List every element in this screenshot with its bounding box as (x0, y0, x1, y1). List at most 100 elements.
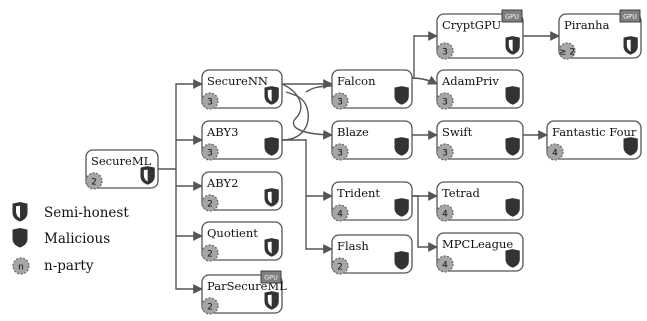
node-box (331, 69, 413, 109)
node-label: Flash (337, 239, 369, 253)
party-badge-text: ≥ 2 (559, 47, 575, 57)
node-box (558, 13, 642, 59)
n-party-icon-text: n (18, 262, 24, 272)
node-box (201, 274, 283, 314)
edge-securenn-blaze (281, 83, 333, 140)
party-badge: 4 (546, 143, 564, 161)
party-badge-text: 2 (207, 199, 213, 209)
nodes: SecureML2SecureNN3ABY33ABY22Quotient2Par… (85, 9, 642, 315)
party-badge-text: 3 (442, 148, 448, 158)
node-label: Tetrad (442, 186, 481, 200)
semi-honest-shield-icon (140, 166, 155, 185)
party-badge-text: 4 (442, 260, 448, 270)
node-label: MPCLeague (442, 237, 513, 251)
node-swift: Swift 3 (436, 120, 524, 161)
legend-label: n-party (44, 258, 94, 274)
party-badge-text: 2 (337, 262, 343, 272)
party-badge: 4 (331, 204, 349, 222)
edge-secureml-aby2 (175, 169, 203, 191)
semi-honest-shield-icon (623, 36, 638, 55)
node-label: Fantastic Four (552, 125, 637, 139)
edge-trident-mpcleague (412, 195, 438, 252)
gpu-label: GPU (264, 274, 278, 282)
node-label: ABY2 (206, 176, 238, 190)
party-badge: 2 (201, 194, 219, 212)
node-secureml: SecureML 2 (85, 149, 159, 190)
malicious-shield-icon (505, 86, 520, 105)
party-badge-text: 3 (207, 97, 213, 107)
semi-honest-shield-icon (264, 86, 279, 105)
node-tetrad: Tetrad 4 (436, 181, 524, 222)
node-box (201, 120, 283, 160)
legend-item-n-party: n n-party (12, 257, 94, 275)
node-label: AdamPriv (441, 74, 499, 88)
party-badge-text: 3 (442, 97, 448, 107)
node-label: SecureML (91, 154, 152, 168)
malicious-shield-icon (394, 198, 409, 217)
party-badge-text: 3 (207, 148, 213, 158)
gpu-badge: GPU (260, 270, 282, 284)
party-badge: 2 (201, 297, 219, 315)
malicious-shield-icon (394, 251, 409, 270)
malicious-shield-icon (264, 137, 279, 156)
edges (158, 31, 560, 294)
node-box (436, 69, 524, 109)
node-adampriv: AdamPriv 3 (436, 69, 524, 110)
legend-label: Malicious (44, 231, 110, 247)
malicious-shield-icon (12, 227, 28, 248)
legend-item-malicious: Malicious (12, 227, 110, 248)
n-party-icon: n (12, 257, 30, 275)
node-label: Blaze (337, 125, 369, 139)
party-badge: 3 (436, 143, 454, 161)
node-label: Swift (442, 125, 473, 139)
node-label: CryptGPU (442, 18, 501, 32)
party-badge: 4 (436, 255, 454, 273)
edge-secureml-parsecureml (175, 236, 203, 294)
party-badge-text: 2 (207, 249, 213, 259)
party-badge: 3 (331, 143, 349, 161)
malicious-shield-icon (394, 137, 409, 156)
party-badge: 4 (436, 204, 454, 222)
node-securenn: SecureNN 3 (201, 69, 283, 110)
party-badge-text: 4 (442, 209, 448, 219)
semi-honest-shield-icon (264, 291, 279, 310)
edge-falcon-adampriv (411, 75, 438, 85)
malicious-shield-icon (623, 137, 638, 156)
malicious-shield-icon (505, 137, 520, 156)
malicious-shield-icon (505, 198, 520, 217)
edge-trident-flash (305, 196, 333, 254)
node-box (201, 69, 283, 109)
node-label: SecureNN (207, 74, 268, 88)
edge-aby3-trident (282, 139, 333, 201)
semi-honest-shield-icon (505, 36, 520, 55)
gpu-label: GPU (623, 13, 637, 21)
node-box (436, 232, 524, 272)
party-badge: 3 (331, 92, 349, 110)
party-badge: 3 (436, 42, 454, 60)
party-badge: 2 (85, 172, 103, 190)
node-flash: Flash 2 (331, 234, 413, 275)
node-box (436, 120, 524, 160)
party-badge: 3 (201, 92, 219, 110)
node-label: Falcon (337, 74, 376, 88)
semi-honest-shield-icon (264, 188, 279, 207)
semi-honest-shield-icon (264, 238, 279, 257)
node-box (546, 120, 642, 160)
party-badge-text: 2 (91, 177, 97, 187)
node-box (201, 171, 283, 211)
edge-secureml-quotient (175, 186, 203, 241)
node-blaze: Blaze 3 (331, 120, 413, 161)
party-badge: ≥ 2 (558, 42, 576, 60)
party-badge: 3 (436, 92, 454, 110)
node-box (436, 181, 524, 221)
party-badge: 2 (331, 257, 349, 275)
node-box (436, 13, 524, 59)
gpu-badge: GPU (619, 9, 641, 23)
